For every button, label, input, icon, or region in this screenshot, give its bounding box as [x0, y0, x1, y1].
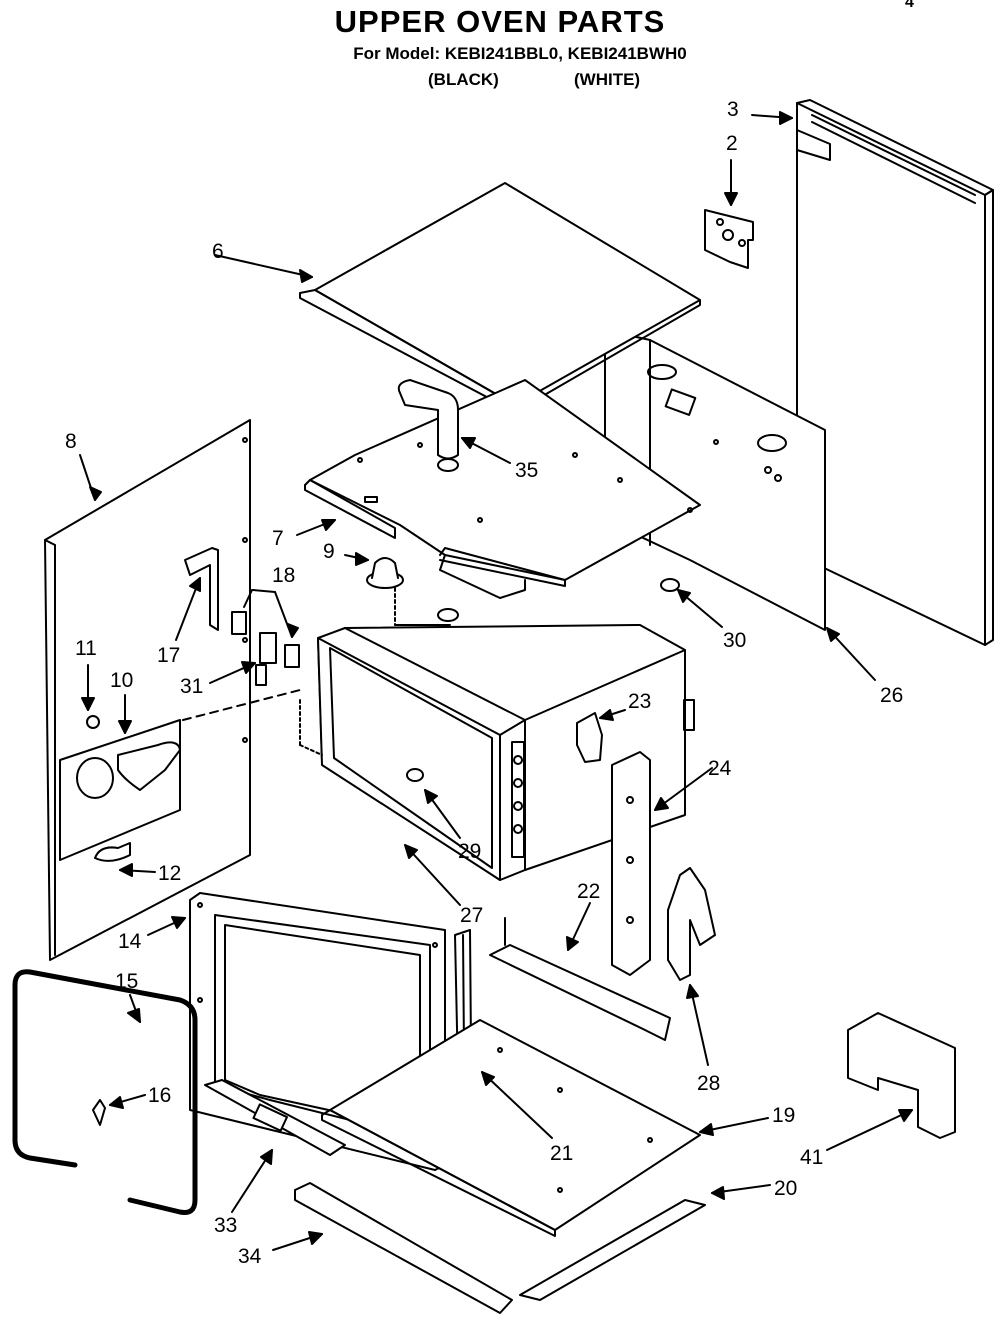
part-top-plate — [304, 379, 701, 599]
callout-labels: 2 3 6 7 8 9 10 11 12 14 15 16 17 18 19 2… — [65, 98, 903, 1268]
part-vent-tube — [397, 379, 459, 472]
part-light-assembly — [76, 715, 181, 862]
part-knob — [406, 768, 424, 782]
callout-3: 3 — [727, 98, 739, 121]
callout-22: 22 — [577, 880, 600, 903]
callout-35: 35 — [515, 459, 538, 482]
callout-33: 33 — [214, 1214, 237, 1237]
callout-34: 34 — [238, 1245, 262, 1268]
callout-19: 19 — [772, 1104, 795, 1127]
callout-7: 7 — [272, 527, 284, 550]
callout-9: 9 — [323, 540, 335, 563]
part-clip-16 — [92, 1099, 106, 1126]
callout-12: 12 — [158, 862, 181, 885]
diagram-title: UPPER OVEN PARTS — [334, 4, 666, 39]
callout-20: 20 — [774, 1177, 797, 1200]
callout-10: 10 — [110, 669, 133, 692]
callout-15: 15 — [115, 970, 138, 993]
callout-29: 29 — [458, 840, 481, 863]
callout-17: 17 — [157, 644, 180, 667]
part-plug — [660, 578, 680, 592]
callout-21: 21 — [550, 1142, 573, 1165]
callout-41: 41 — [800, 1146, 823, 1169]
callout-2: 2 — [726, 132, 738, 155]
part-bracket-17 — [184, 547, 219, 631]
callout-14: 14 — [118, 930, 142, 953]
part-clip-18 — [231, 611, 300, 668]
part-switch — [255, 632, 277, 686]
callout-6: 6 — [212, 240, 224, 263]
callout-8: 8 — [65, 430, 77, 453]
callout-11: 11 — [75, 637, 97, 660]
part-bracket-41 — [847, 1012, 956, 1139]
part-rail-34 — [294, 1182, 513, 1314]
part-bottom-panel — [321, 1019, 701, 1237]
part-bracket-small — [576, 712, 603, 763]
part-gasket — [12, 969, 198, 1215]
corner-text: 4 — [905, 0, 914, 11]
part-hinge-plate — [611, 751, 651, 976]
callout-27: 27 — [460, 904, 483, 927]
part-rear-panel — [796, 99, 994, 646]
callout-24: 24 — [708, 757, 732, 780]
callout-18: 18 — [272, 564, 295, 587]
callout-16: 16 — [148, 1084, 171, 1107]
callout-30: 30 — [723, 629, 746, 652]
part-hinge-strip — [204, 1079, 346, 1156]
callout-28: 28 — [697, 1072, 720, 1095]
part-left-panel — [44, 419, 251, 961]
part-rail-20 — [519, 1199, 706, 1301]
part-hinge — [667, 867, 716, 981]
part-oven-cavity — [299, 624, 695, 881]
color-black-label: (BLACK) — [428, 70, 499, 89]
part-bracket — [704, 209, 754, 269]
model-line: For Model: KEBI241BBL0, KEBI241BWH0 — [353, 44, 687, 63]
callout-23: 23 — [628, 690, 651, 713]
part-dome — [366, 557, 459, 626]
leader-arrows — [79, 111, 913, 1251]
callout-26: 26 — [880, 684, 903, 707]
part-rail-22 — [489, 917, 671, 1041]
callout-31: 31 — [180, 675, 203, 698]
color-white-label: (WHITE) — [574, 70, 641, 89]
